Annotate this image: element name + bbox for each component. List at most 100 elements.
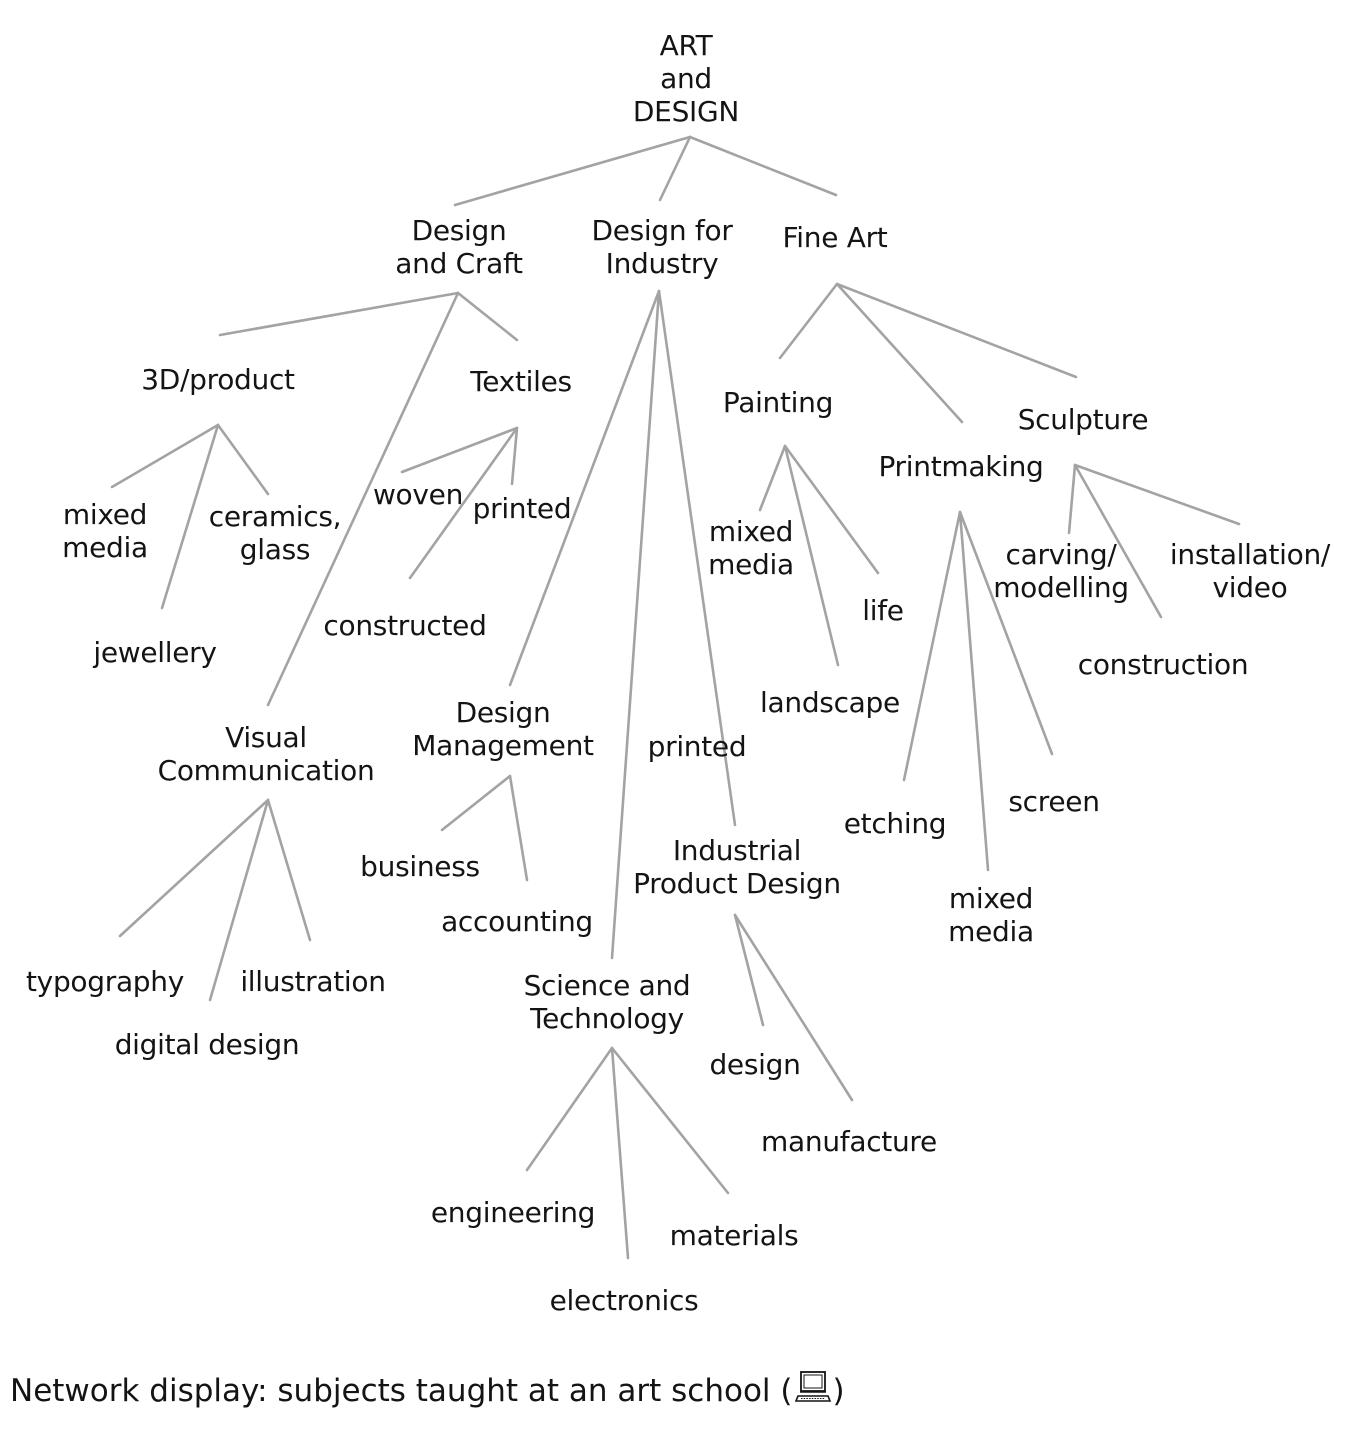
node-label-line: Design — [456, 696, 551, 729]
node-typography: typography — [26, 965, 184, 998]
node-product-3d: 3D/product — [141, 363, 295, 396]
node-label-line: 3D/product — [141, 363, 295, 396]
connector-line-27 — [835, 282, 1078, 379]
node-electronics: electronics — [550, 1284, 699, 1317]
node-label-line: glass — [240, 533, 310, 566]
node-accounting: accounting — [441, 905, 593, 938]
node-label-line: typography — [26, 965, 184, 998]
node-painting: Painting — [723, 386, 833, 419]
caption-close: ) — [832, 1373, 845, 1409]
connector-line-9 — [400, 426, 519, 474]
node-label-line: illustration — [240, 965, 385, 998]
node-label-line: installation/ — [1170, 538, 1331, 571]
node-installation: installation/video — [1170, 538, 1331, 604]
node-label-line: and — [660, 62, 712, 95]
node-label-line: Painting — [723, 386, 833, 419]
node-label-line: Design for — [591, 214, 733, 247]
node-business: business — [360, 850, 480, 883]
connector-line-15 — [508, 289, 661, 687]
node-label-line: jewellery — [92, 636, 216, 669]
node-screen: screen — [1008, 785, 1099, 818]
node-label-line: modelling — [993, 571, 1129, 604]
node-label-line: Science and — [524, 969, 691, 1002]
node-landscape: landscape — [760, 686, 900, 719]
figure-caption: Network display: subjects taught at an a… — [10, 1370, 845, 1412]
node-label-line: landscape — [760, 686, 900, 719]
node-life: life — [862, 594, 903, 627]
caption-text: Network display: subjects taught at an a… — [10, 1373, 793, 1409]
node-label-line: engineering — [431, 1196, 595, 1229]
connector-line-29 — [783, 444, 840, 667]
node-label-line: Communication — [158, 754, 375, 787]
node-label-line: mixed — [63, 498, 147, 531]
node-label-line: printed — [648, 730, 747, 763]
node-label-line: ART — [660, 29, 714, 62]
node-label-line: mixed — [949, 882, 1033, 915]
connector-line-14 — [266, 798, 312, 942]
node-label-line: media — [708, 548, 794, 581]
connector-line-24 — [610, 1046, 730, 1195]
node-label-line: Printmaking — [878, 450, 1043, 483]
connector-line-10 — [510, 426, 519, 486]
node-label-line: woven — [373, 478, 463, 511]
node-construction: construction — [1078, 648, 1249, 681]
node-label-line: life — [862, 594, 903, 627]
node-printmaking: Printmaking — [878, 450, 1043, 483]
connector-line-17 — [610, 289, 661, 960]
node-label-line: Industry — [606, 247, 719, 280]
node-ipd-design: design — [709, 1048, 800, 1081]
node-textiles: Textiles — [469, 365, 572, 398]
node-sculpture: Sculpture — [1018, 403, 1149, 436]
node-label-line: ceramics, — [209, 500, 342, 533]
node-label-line: carving/ — [1006, 538, 1118, 571]
node-label-line: materials — [670, 1219, 799, 1252]
node-label-line: Visual — [225, 721, 307, 754]
node-label-line: Fine Art — [783, 221, 888, 254]
node-label-line: construction — [1078, 648, 1249, 681]
connector-line-30 — [783, 444, 880, 575]
node-ceramics-glass: ceramics,glass — [209, 500, 342, 566]
node-label-line: accounting — [441, 905, 593, 938]
connector-line-26 — [835, 282, 964, 424]
connector-line-0 — [453, 135, 692, 207]
computer-icon — [794, 1370, 831, 1412]
connector-line-34 — [1067, 463, 1077, 535]
connector-line-3 — [218, 291, 460, 337]
node-label-line: media — [62, 531, 148, 564]
connector-line-1 — [658, 135, 692, 202]
node-label-line: screen — [1008, 785, 1099, 818]
node-digital-design: digital design — [115, 1028, 300, 1061]
connector-line-32 — [958, 510, 990, 872]
connector-line-25 — [778, 282, 839, 360]
node-label-line: Industrial — [673, 834, 801, 867]
connector-line-18 — [440, 774, 512, 832]
node-materials: materials — [670, 1219, 799, 1252]
node-label-line: Management — [412, 729, 594, 762]
connector-line-36 — [1073, 463, 1241, 526]
node-manufacture: manufacture — [761, 1125, 937, 1158]
connector-line-8 — [216, 423, 270, 496]
node-label-line: Design — [412, 214, 507, 247]
node-label-line: video — [1213, 571, 1288, 604]
node-label-line: DESIGN — [633, 95, 739, 128]
connector-line-13 — [208, 798, 270, 1002]
node-carving: carving/modelling — [993, 538, 1129, 604]
connector-line-22 — [525, 1046, 614, 1172]
node-engineering: engineering — [431, 1196, 595, 1229]
node-label-line: design — [709, 1048, 800, 1081]
node-etching: etching — [844, 807, 947, 840]
connector-line-4 — [456, 291, 519, 342]
connector-line-2 — [688, 135, 838, 197]
node-label-line: manufacture — [761, 1125, 937, 1158]
node-label-line: electronics — [550, 1284, 699, 1317]
connector-line-16 — [657, 289, 737, 827]
connector-line-21 — [733, 913, 854, 1102]
node-illustration: illustration — [240, 965, 385, 998]
node-label-line: Technology — [529, 1002, 684, 1035]
